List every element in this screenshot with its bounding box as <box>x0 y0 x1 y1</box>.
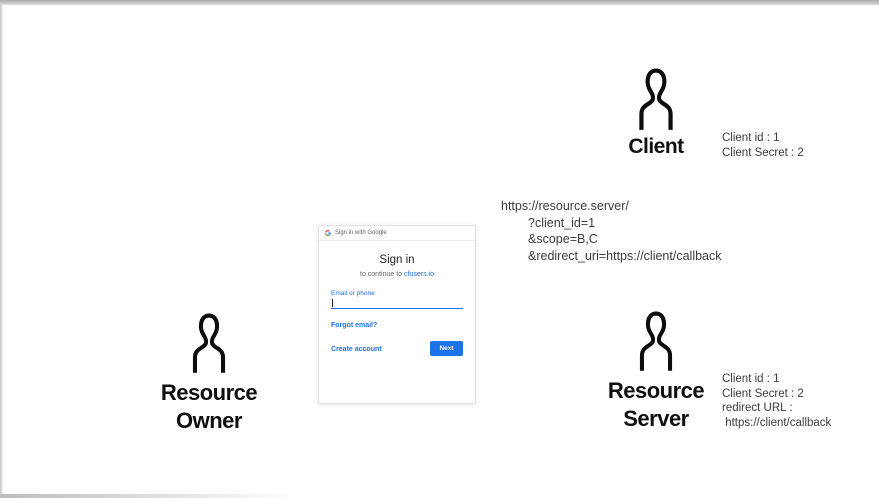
resource-owner-person-icon <box>192 313 226 373</box>
url-line-client-id: ?client_id=1 <box>528 215 596 230</box>
resource-server-label: Resource Server <box>607 378 705 431</box>
slide-top-edge <box>0 0 879 5</box>
subtitle-text: to continue to <box>360 271 403 278</box>
resource-owner-label: Resource Owner <box>160 380 258 433</box>
resource-owner-actor: Resource Owner <box>151 308 267 435</box>
resource-server-person-icon <box>639 311 673 371</box>
client-id-text: Client id : 1 <box>722 132 780 144</box>
url-line-redirect-uri: &redirect_uri=https://client/callback <box>528 248 722 263</box>
url-line-scope: &scope=B,C <box>528 232 598 246</box>
resource-server-actor: Resource Server <box>599 306 713 433</box>
client-secret-text: Client Secret : 2 <box>722 147 804 159</box>
server-client-id-text: Client id : 1 <box>722 373 780 385</box>
next-button[interactable]: Next <box>430 341 463 356</box>
server-redirect-url-value: https://client/callback <box>722 416 832 429</box>
client-actor: Client <box>600 64 712 159</box>
slide-bottom-edge <box>0 494 300 498</box>
text-cursor <box>332 299 333 307</box>
slide-left-edge <box>0 4 3 498</box>
create-account-link[interactable]: Create account <box>331 346 382 353</box>
client-person-icon <box>639 68 673 130</box>
signin-title: Sign in <box>379 254 415 266</box>
authorization-request-url: https://resource.server/ ?client_id=1 &s… <box>501 198 722 264</box>
dialog-header: Sign in with Google <box>319 226 475 241</box>
email-field-label: Email or phone <box>331 290 375 297</box>
client-label: Client <box>628 135 684 158</box>
url-line-host: https://resource.server/ <box>501 199 629 213</box>
google-logo-icon <box>325 230 331 236</box>
resource-server-info: Client id : 1 Client Secret : 2 redirect… <box>722 372 831 430</box>
dialog-window-title: Sign in with Google <box>335 230 387 236</box>
forgot-email-link[interactable]: Forgot email? <box>331 322 378 329</box>
server-redirect-url-label: redirect URL : <box>722 402 793 414</box>
google-signin-dialog: Sign in with Google Sign in to continue … <box>318 225 476 404</box>
server-client-secret-text: Client Secret : 2 <box>722 387 804 400</box>
subtitle-app-link[interactable]: cfusers.io <box>404 271 434 278</box>
client-info: Client id : 1 Client Secret : 2 <box>722 131 804 161</box>
email-input[interactable] <box>331 297 463 309</box>
